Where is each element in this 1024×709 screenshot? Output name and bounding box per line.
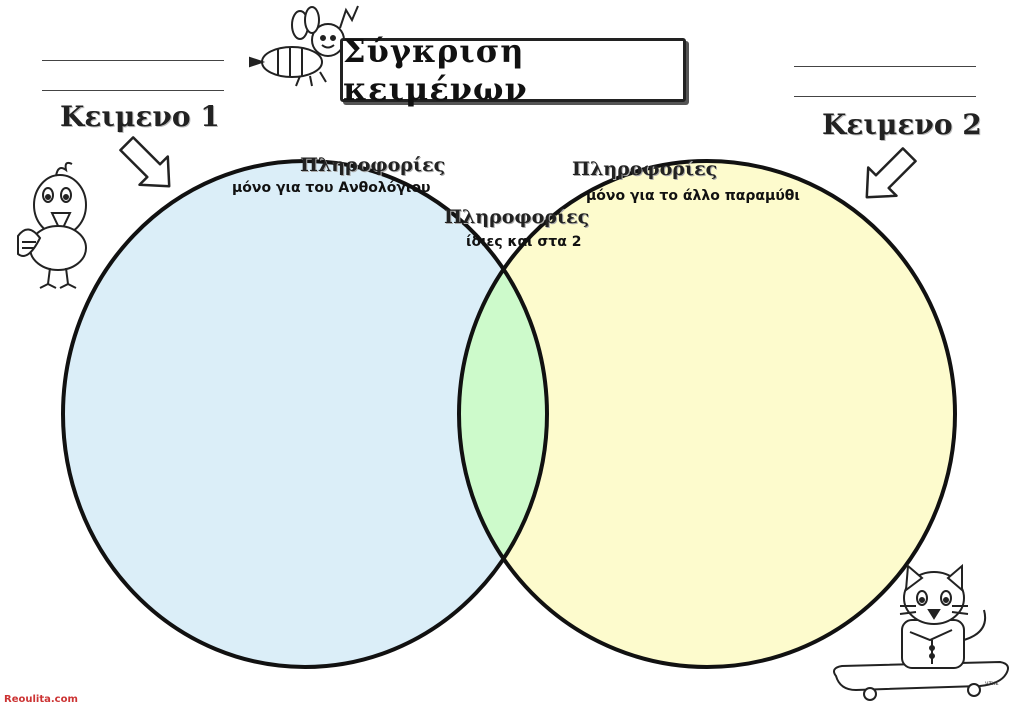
arrow-down-right-icon xyxy=(119,136,171,188)
bird-icon xyxy=(17,161,87,289)
left-circle-outline xyxy=(61,159,549,669)
watermark: Reoulita.com xyxy=(4,694,78,705)
cat-on-skateboard-icon xyxy=(833,563,1009,701)
right-circle xyxy=(459,161,955,667)
center-region-sub: ίδιες και στα 2 xyxy=(466,234,582,250)
name-line-4 xyxy=(794,96,976,97)
name-line-1 xyxy=(42,60,224,61)
text-2-label: Κειμενο 2 xyxy=(822,108,982,141)
text-1-label: Κειμενο 1 xyxy=(60,100,220,133)
right-region-sub: μόνο για το άλλο παραμύθι xyxy=(586,188,800,204)
arrow-down-left-icon xyxy=(865,147,917,199)
center-region-heading: Πληροφορίες xyxy=(444,206,590,228)
name-line-2 xyxy=(42,90,224,91)
name-line-3 xyxy=(794,66,976,67)
page-title: Σύγκριση κειμένων xyxy=(340,32,686,108)
artist-signature: ντκε xyxy=(985,680,999,687)
left-region-sub: μόνο για του Ανθολόγιου xyxy=(232,180,431,196)
right-region-heading: Πληροφορίες xyxy=(572,158,718,180)
bee-icon xyxy=(249,5,359,87)
left-region-heading: Πληροφορίες xyxy=(300,154,446,176)
right-circle-outline xyxy=(457,159,957,669)
left-circle xyxy=(63,161,547,667)
